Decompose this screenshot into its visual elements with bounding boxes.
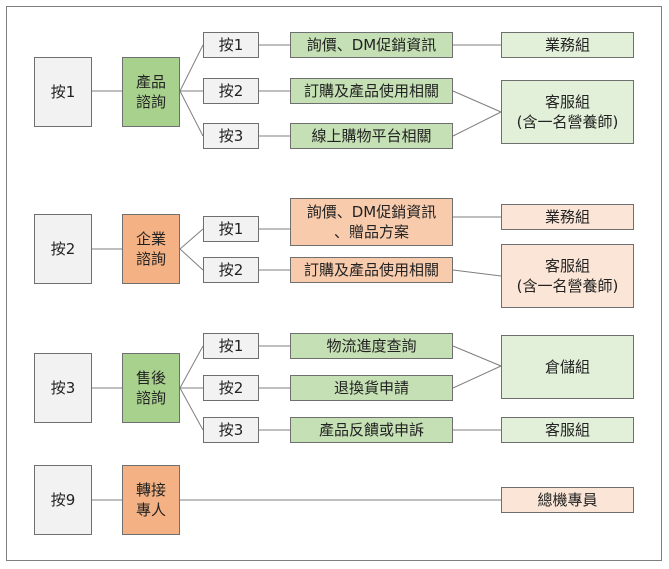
- category-enterprise: 企業 諮詢: [122, 214, 180, 284]
- topic-1-2: 訂購及產品使用相關: [290, 78, 453, 104]
- main-key-1: 按1: [34, 57, 92, 127]
- topic-3-1: 物流進度查詢: [290, 333, 453, 359]
- team-service-2: 客服組 (含一名營養師): [501, 244, 634, 308]
- main-key-9: 按9: [34, 465, 92, 535]
- sub-key-3-3: 按3: [203, 417, 259, 443]
- team-service-3: 客服組: [501, 417, 634, 443]
- team-operator: 總機專員: [501, 487, 634, 513]
- team-sales-2: 業務組: [501, 204, 634, 230]
- sub-key-3-2: 按2: [203, 375, 259, 401]
- sub-key-2-1: 按1: [203, 216, 259, 242]
- sub-key-2-2: 按2: [203, 257, 259, 283]
- main-key-3: 按3: [34, 353, 92, 423]
- team-sales-1: 業務組: [501, 32, 634, 58]
- sub-key-1-3: 按3: [203, 123, 259, 149]
- team-warehouse: 倉儲組: [501, 335, 634, 399]
- category-product: 產品 諮詢: [122, 57, 180, 127]
- topic-3-3: 產品反饋或申訴: [290, 417, 453, 443]
- sub-key-1-2: 按2: [203, 78, 259, 104]
- topic-1-3: 線上購物平台相關: [290, 123, 453, 149]
- topic-3-2: 退換貨申請: [290, 375, 453, 401]
- main-key-2: 按2: [34, 214, 92, 284]
- team-service-1: 客服組 (含一名營養師): [501, 80, 634, 144]
- category-after-sales: 售後 諮詢: [122, 353, 180, 423]
- topic-1-1: 詢價、DM促銷資訊: [290, 32, 453, 58]
- diagram-frame: [6, 6, 662, 561]
- sub-key-1-1: 按1: [203, 32, 259, 58]
- topic-2-1: 詢價、DM促銷資訊 、贈品方案: [290, 198, 453, 246]
- sub-key-3-1: 按1: [203, 333, 259, 359]
- category-transfer: 轉接 專人: [122, 465, 180, 535]
- topic-2-2: 訂購及產品使用相關: [290, 257, 453, 283]
